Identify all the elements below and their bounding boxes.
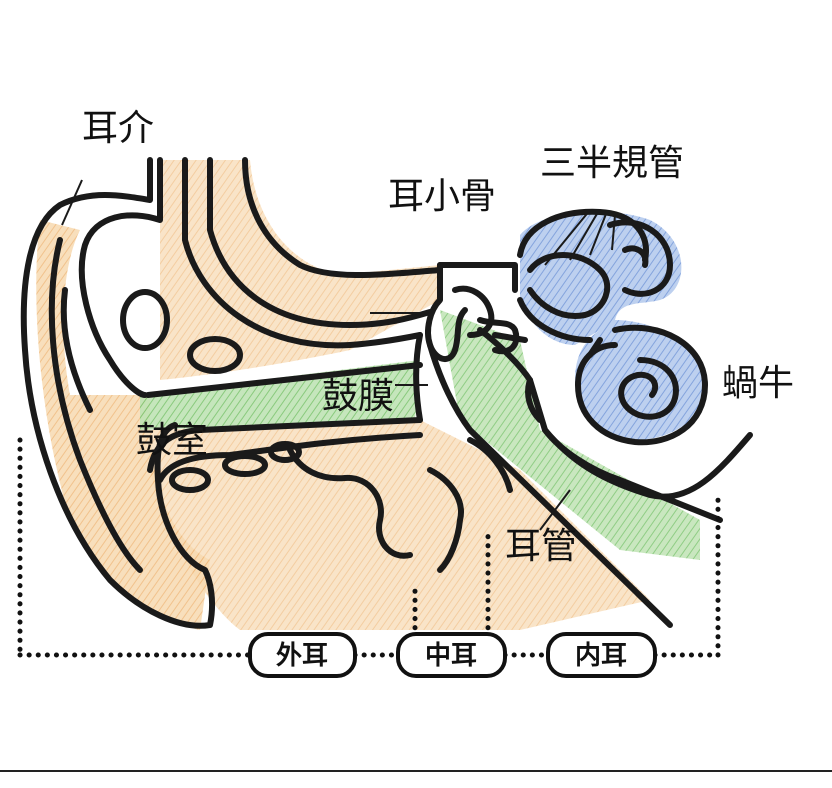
semicircular-canals-outline <box>517 208 673 343</box>
leader-lines <box>61 179 616 531</box>
auricle-outline <box>20 157 216 629</box>
inner-ear-badge: 内耳 <box>546 632 657 678</box>
eardrum-label: 鼓膜 <box>322 376 394 417</box>
eustachian-tube-label: 耳管 <box>505 526 577 567</box>
auricle-label: 耳介 <box>82 108 154 149</box>
outer-ear-label: 外耳 <box>276 641 328 671</box>
eardrum-outline <box>413 332 423 423</box>
middle-ear-label: 中耳 <box>425 641 477 671</box>
outer-ear-badge: 外耳 <box>248 632 357 678</box>
inner-ear-fill <box>520 211 706 440</box>
tympanic-cavity-label: 鼓室 <box>136 420 208 461</box>
middle-ear-badge: 中耳 <box>396 632 507 678</box>
cochlea-outline <box>575 324 708 446</box>
anatomy-outlines <box>20 157 753 629</box>
semicircular-canals-label: 三半規管 <box>540 143 684 184</box>
cochlea-label: 蝸牛 <box>722 363 794 404</box>
ossicles-label: 耳小骨 <box>388 176 496 217</box>
inner-ear-label: 内耳 <box>575 641 627 671</box>
